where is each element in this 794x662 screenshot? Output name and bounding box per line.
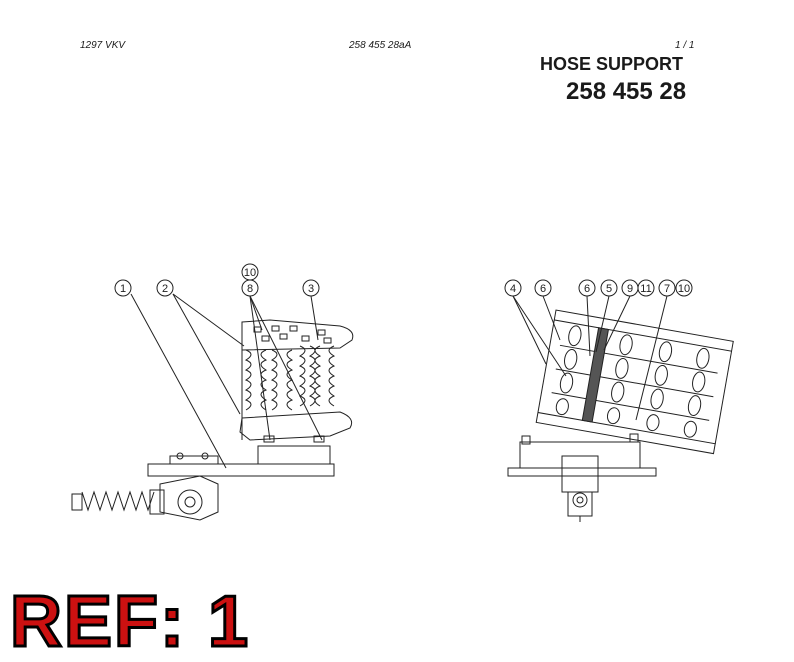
document-code: 1297 VKV bbox=[80, 40, 126, 51]
callout-8: 8 bbox=[247, 283, 253, 295]
callout-10-left: 10 bbox=[244, 267, 256, 279]
callout-7: 7 bbox=[664, 283, 670, 295]
document-number: 258 455 28aA bbox=[349, 40, 412, 51]
right-base-plate bbox=[507, 467, 657, 477]
bottom-plate bbox=[239, 411, 353, 441]
rollers-left bbox=[244, 345, 336, 411]
callout-9: 9 bbox=[627, 283, 633, 295]
base-plate bbox=[147, 463, 335, 477]
callout-2: 2 bbox=[162, 283, 168, 295]
clamp bbox=[561, 455, 599, 493]
callout-4: 4 bbox=[510, 283, 516, 295]
spring bbox=[71, 489, 165, 515]
callout-6-first: 6 bbox=[540, 283, 546, 295]
callout-1: 1 bbox=[120, 283, 126, 295]
mount-block bbox=[257, 445, 331, 465]
top-bolts bbox=[253, 325, 332, 344]
callout-5: 5 bbox=[606, 283, 612, 295]
right-view bbox=[507, 295, 734, 522]
callout-3: 3 bbox=[308, 283, 314, 295]
right-mount-block bbox=[519, 441, 641, 469]
ref-label: REF: 1 bbox=[8, 582, 251, 662]
drawing-title: HOSE SUPPORT bbox=[540, 54, 684, 74]
callout-11: 11 bbox=[640, 283, 651, 295]
callout-10-right: 10 bbox=[678, 283, 690, 295]
left-view bbox=[71, 293, 354, 521]
callout-6-second: 6 bbox=[584, 283, 590, 295]
tilted-frame bbox=[535, 309, 734, 455]
part-number: 258 455 28 bbox=[566, 78, 687, 105]
bracket bbox=[169, 455, 219, 465]
pivot-housing bbox=[159, 475, 219, 521]
pivot bbox=[177, 489, 203, 515]
top-plate bbox=[241, 319, 354, 351]
page-indicator: 1 / 1 bbox=[675, 40, 695, 51]
